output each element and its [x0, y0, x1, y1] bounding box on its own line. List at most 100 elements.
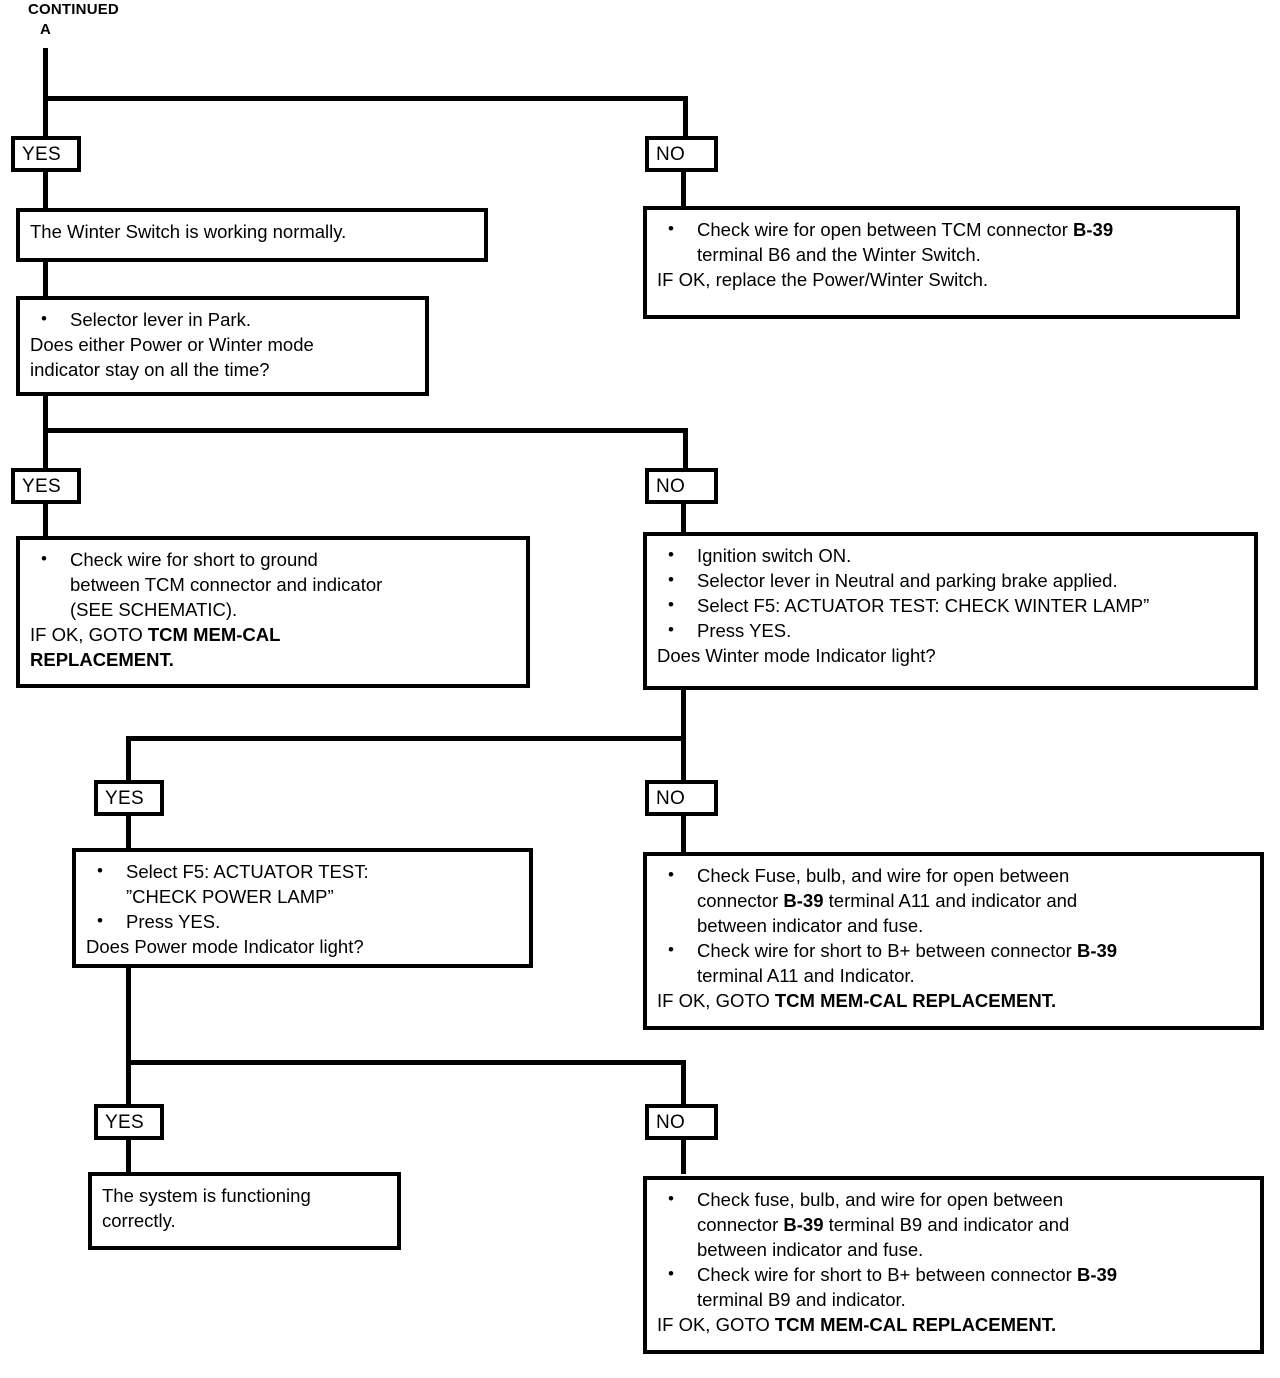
list-item: Check wire for short to B+ between conne… [657, 937, 1252, 988]
node-check-short-ground: Check wire for short to ground between T… [16, 536, 530, 688]
bullet-line-cont: ”CHECK POWER LAMP” [126, 886, 334, 907]
connector-code: B-39 [1076, 1264, 1118, 1285]
bullet-list: Check fuse, bulb, and wire for open betw… [657, 1186, 1252, 1312]
node-tail-line: Does either Power or Winter mode [30, 334, 314, 355]
bullet-line: Selector lever in Neutral and parking br… [697, 570, 1118, 591]
yes-text: YES [22, 475, 61, 497]
bullet-list: Selector lever in Park. [30, 306, 417, 332]
node-tail-line: indicator stay on all the time? [30, 359, 270, 380]
list-item: Check wire for short to B+ between conne… [657, 1261, 1252, 1312]
connector-code: B-39 [1073, 219, 1114, 240]
list-item: Check wire for short to ground between T… [30, 546, 518, 622]
node-line: correctly. [102, 1210, 176, 1231]
connector-power-test-down [126, 968, 131, 1064]
connector-branch-2-left [43, 428, 48, 468]
connector-branch-3 [126, 736, 686, 741]
connector-yes-3-down [126, 816, 131, 850]
connector-no-3-down [681, 816, 686, 852]
connector-branch-3-right [681, 736, 686, 780]
node-tail-line: IF OK, GOTO TCM MEM-CAL [30, 624, 281, 645]
bullet-line-cont: between indicator and fuse. [697, 1239, 924, 1260]
node-check-open-b6: Check wire for open between TCM connecto… [643, 206, 1240, 319]
goto-target-cont: REPLACEMENT. [30, 649, 174, 670]
bullet-line-cont: between TCM connector and indicator [70, 574, 383, 595]
bullet-line: Select F5: ACTUATOR TEST: CHECK WINTER L… [697, 595, 1150, 616]
connector-yes-2-down [43, 504, 48, 538]
node-tail-line: IF OK, replace the Power/Winter Switch. [657, 269, 989, 290]
bullet-line: Selector lever in Park. [70, 309, 251, 330]
goto-target: TCM MEM-CAL REPLACEMENT. [774, 990, 1057, 1011]
list-item: Check fuse, bulb, and wire for open betw… [657, 1186, 1252, 1262]
bullet-line-cont: terminal A11 and Indicator. [697, 965, 915, 986]
list-item: Select F5: ACTUATOR TEST: CHECK WINTER L… [657, 592, 1246, 618]
list-item: Press YES. [657, 617, 1246, 643]
bullet-line: Press YES. [126, 911, 221, 932]
decision-label-yes-3: YES [94, 780, 164, 816]
decision-label-no-1: NO [645, 136, 718, 172]
bullet-line: Check fuse, bulb, and wire for open betw… [697, 1189, 1064, 1210]
connector-yes-4-down [126, 1140, 131, 1174]
bullet-line-cont: between indicator and fuse. [697, 915, 924, 936]
node-winter-lamp-test: Ignition switch ON. Selector lever in Ne… [643, 532, 1258, 690]
yes-text: YES [105, 1111, 144, 1133]
bullet-list: Check wire for short to ground between T… [30, 546, 518, 622]
list-item: Selector lever in Park. [30, 306, 417, 332]
connector-branch-2-right [683, 428, 688, 468]
bullet-line: Check wire for short to ground [70, 549, 318, 570]
connector-no-2-down [681, 504, 686, 534]
node-tail-line: Does Power mode Indicator light? [86, 936, 364, 957]
decision-label-yes-4: YES [94, 1104, 164, 1140]
bullet-list: Check wire for open between TCM connecto… [657, 216, 1228, 267]
connector-ref-a: A [40, 21, 51, 38]
list-item: Ignition switch ON. [657, 542, 1246, 568]
node-tail-line: IF OK, GOTO TCM MEM-CAL REPLACEMENT. [657, 1314, 1057, 1335]
continued-label: CONTINUED [28, 1, 119, 18]
no-text: NO [656, 787, 686, 809]
no-text: NO [656, 1111, 686, 1133]
bullet-line: Check wire for short to B+ between conne… [697, 1264, 1118, 1285]
node-selector-park: Selector lever in Park. Does either Powe… [16, 296, 429, 396]
list-item: Check Fuse, bulb, and wire for open betw… [657, 862, 1252, 938]
no-text: NO [656, 475, 686, 497]
node-line: The Winter Switch is working normally. [30, 221, 347, 242]
node-tail-line: IF OK, GOTO TCM MEM-CAL REPLACEMENT. [657, 990, 1057, 1011]
bullet-list: Select F5: ACTUATOR TEST: ”CHECK POWER L… [86, 858, 521, 934]
connector-no-1-down [681, 172, 686, 206]
no-text: NO [656, 143, 686, 165]
connector-selector-park-down [43, 396, 48, 432]
bullet-line-cont: (SEE SCHEMATIC). [70, 599, 238, 620]
bullet-line-cont: terminal B9 and indicator. [697, 1289, 906, 1310]
connector-branch-1 [43, 96, 688, 101]
goto-target: TCM MEM-CAL REPLACEMENT. [774, 1314, 1057, 1335]
node-power-lamp-test: Select F5: ACTUATOR TEST: ”CHECK POWER L… [72, 848, 533, 968]
yes-text: YES [105, 787, 144, 809]
goto-target: TCM MEM-CAL [147, 624, 281, 645]
connector-winter-test-down [681, 690, 686, 740]
decision-label-yes-2: YES [11, 468, 81, 504]
connector-branch-1-right [683, 96, 688, 136]
bullet-line-cont: terminal B6 and the Winter Switch. [697, 244, 981, 265]
bullet-line: Ignition switch ON. [697, 545, 852, 566]
decision-label-yes-1: YES [11, 136, 81, 172]
bullet-list: Ignition switch ON. Selector lever in Ne… [657, 542, 1246, 643]
bullet-line-cont: connector B-39 terminal A11 and indicato… [697, 890, 1078, 911]
bullet-line: Check Fuse, bulb, and wire for open betw… [697, 865, 1070, 886]
node-tail-line: Does Winter mode Indicator light? [657, 645, 936, 666]
connector-branch-1-left [43, 96, 48, 136]
yes-text: YES [22, 143, 61, 165]
list-item: Select F5: ACTUATOR TEST: ”CHECK POWER L… [86, 858, 521, 909]
list-item: Press YES. [86, 908, 521, 934]
connector-code: B-39 [783, 1214, 824, 1235]
list-item: Check wire for open between TCM connecto… [657, 216, 1228, 267]
connector-no-4-down [681, 1140, 686, 1174]
connector-branch-2 [43, 428, 688, 433]
decision-label-no-4: NO [645, 1104, 718, 1140]
connector-branch-4-left [126, 1060, 131, 1104]
connector-yes-1-down [43, 172, 48, 208]
node-system-ok: The system is functioning correctly. [88, 1172, 401, 1250]
connector-branch-4 [126, 1060, 686, 1065]
bullet-line: Press YES. [697, 620, 792, 641]
bullet-line: Check wire for short to B+ between conne… [697, 940, 1118, 961]
node-check-fuse-a11: Check Fuse, bulb, and wire for open betw… [643, 852, 1264, 1030]
